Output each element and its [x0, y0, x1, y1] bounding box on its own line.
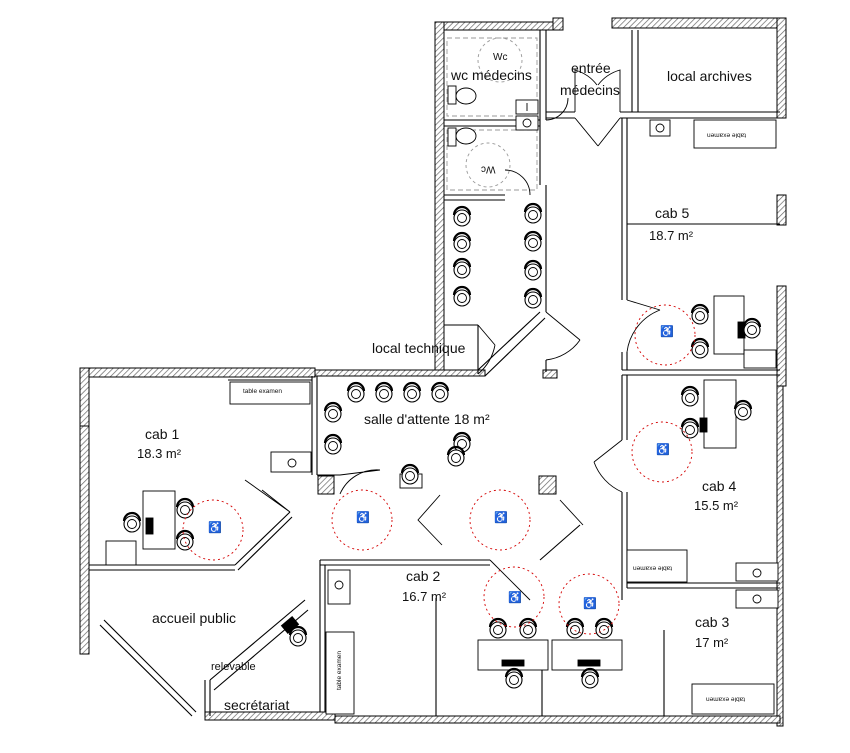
room-label-cab2: cab 2 — [406, 568, 441, 584]
room-label-entree: entrée — [571, 60, 611, 76]
room-label-salle-attente: salle d'attente 18 m² — [364, 411, 490, 427]
accessible-icon: ♿ — [208, 522, 222, 534]
table-examen-cab5: table examen — [707, 131, 747, 139]
room-label-cab3: cab 3 — [695, 614, 730, 630]
room-label-wc-medecins: wc médecins — [451, 67, 532, 83]
table-examen-cab3: table examen — [706, 695, 746, 703]
room-label-entree-2: médecins — [560, 82, 620, 98]
exterior-walls — [79, 17, 787, 727]
room-label-secretariat: secrétariat — [224, 697, 290, 713]
room-area-cab2: 16.7 m² — [402, 589, 447, 604]
room-label-cab4: cab 4 — [702, 478, 737, 494]
doors — [244, 69, 661, 601]
interior-walls — [89, 30, 780, 717]
table-examen-cab2: table examen — [336, 650, 343, 690]
room-label-accueil: accueil public — [152, 610, 237, 626]
room-label-cab5: cab 5 — [655, 205, 690, 221]
table-examen-cab4: table examen — [633, 564, 673, 572]
accessible-icon: ♿ — [583, 598, 597, 610]
wc-sign: Wc — [493, 52, 508, 63]
room-area-cab5: 18.7 m² — [649, 228, 694, 243]
accessible-icon: ♿ — [656, 444, 670, 456]
wc-sign: Wc — [481, 163, 496, 175]
accessible-icon: ♿ — [356, 512, 370, 524]
room-area-cab3: 17 m² — [695, 635, 729, 650]
accessible-icon: ♿ — [660, 326, 674, 338]
room-label-local-technique: local technique — [372, 340, 466, 356]
wc-fixtures — [446, 37, 671, 191]
room-area-cab1: 18.3 m² — [137, 446, 182, 461]
relevable-label: relevable — [211, 661, 256, 673]
room-label-archives: local archives — [667, 68, 752, 84]
room-area-cab4: 15.5 m² — [694, 498, 739, 513]
furniture — [105, 119, 779, 715]
table-examen-cab1: table examen — [243, 388, 283, 395]
accessible-icon: ♿ — [494, 512, 508, 524]
accessible-icon: ♿ — [508, 592, 522, 604]
room-label-cab1: cab 1 — [145, 426, 180, 442]
